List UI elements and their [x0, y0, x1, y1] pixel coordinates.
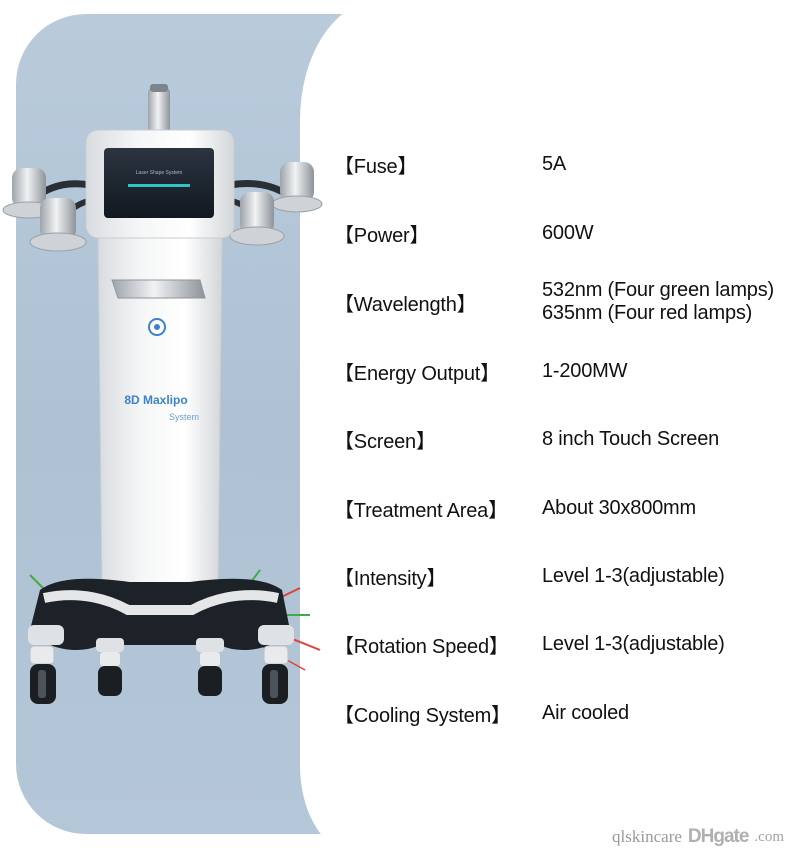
- spec-label: 【Intensity】: [334, 568, 447, 590]
- spec-value: Air cooled: [542, 702, 629, 724]
- white-sheet: [300, 0, 800, 856]
- spec-row-power: 【Power】 600W: [334, 219, 794, 248]
- spec-value: 8 inch Touch Screen: [542, 428, 720, 450]
- spec-value: 1-200MW: [542, 360, 628, 382]
- touch-screen: [104, 148, 214, 218]
- wheels: [29, 645, 289, 704]
- brand-sub: System: [169, 412, 199, 422]
- spec-row-rotation-speed: 【Rotation Speed】 Level 1-3(adjustable): [334, 630, 794, 659]
- watermark-site: .com: [754, 828, 784, 845]
- spec-value: 5A: [542, 153, 567, 175]
- spec-row-treatment-area: 【Treatment Area】 About 30x800mm: [334, 494, 794, 523]
- spec-value: About 30x800mm: [542, 497, 696, 519]
- spec-value: 532nm (Four green lamps) 635nm (Four red…: [542, 279, 774, 324]
- watermark: qlskincare DHgate .com: [612, 826, 784, 848]
- spec-value: Level 1-3(adjustable): [542, 633, 725, 655]
- spec-label: 【Cooling System】: [334, 705, 511, 727]
- spec-row-fuse: 【Fuse】 5A: [334, 150, 794, 179]
- watermark-shop: qlskincare: [612, 827, 682, 846]
- top-handle: [148, 88, 170, 138]
- front-handle: [111, 279, 206, 299]
- lipo-laser-machine-illustration: Laser Shape System 8D Maxlipo System: [2, 84, 323, 704]
- spec-label: 【Wavelength】: [334, 293, 477, 316]
- spec-row-screen: 【Screen】 8 inch Touch Screen: [334, 425, 794, 454]
- spec-label: 【Power】: [334, 225, 430, 247]
- machine-base: [28, 578, 294, 652]
- spec-label: 【Screen】: [334, 431, 436, 453]
- left-applicator-arms: [2, 168, 93, 252]
- spec-row-intensity: 【Intensity】 Level 1-3(adjustable): [334, 562, 794, 591]
- spec-row-energy-output: 【Energy Output】 1-200MW: [334, 357, 794, 386]
- screen-title: Laser Shape System: [136, 170, 182, 176]
- spec-value: Level 1-3(adjustable): [542, 565, 725, 587]
- spec-label: 【Energy Output】: [334, 363, 500, 385]
- spec-label: 【Treatment Area】: [334, 500, 508, 522]
- spec-value: 600W: [542, 222, 594, 244]
- dhgate-logo-icon: DHgate: [687, 826, 750, 847]
- spec-label: 【Fuse】: [334, 156, 418, 178]
- spec-row-cooling-system: 【Cooling System】 Air cooled: [334, 699, 794, 728]
- brand-name: 8D Maxlipo: [124, 393, 187, 407]
- right-applicator-arms: [227, 162, 323, 246]
- spec-row-wavelength: 【Wavelength】 532nm (Four green lamps) 63…: [334, 279, 794, 325]
- spec-label: 【Rotation Speed】: [334, 636, 509, 658]
